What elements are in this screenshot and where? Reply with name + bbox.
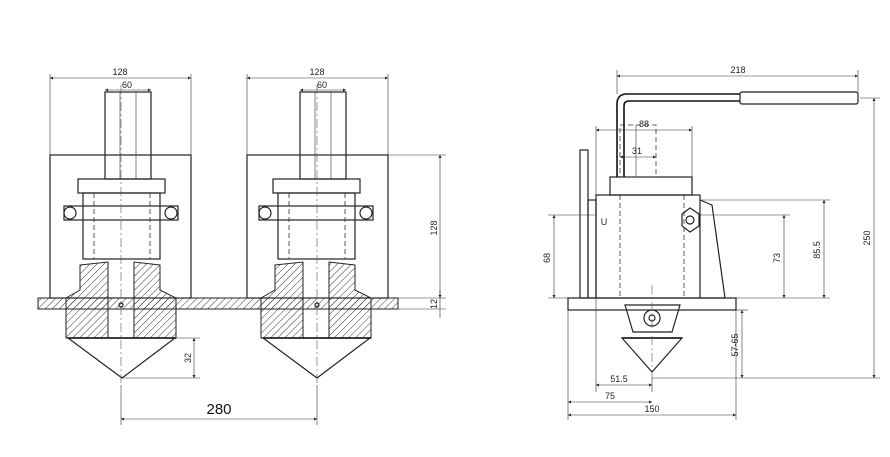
dim-side-base: 150 [644, 404, 659, 414]
front-unit-right [246, 85, 389, 385]
dim-foot: 32 [183, 353, 193, 363]
dim-plate: 12 [429, 299, 439, 309]
dim-side-overall: 218 [730, 65, 745, 75]
dim-side-body: 68 [542, 253, 552, 263]
side-view: U [567, 91, 859, 380]
dim-side-mid: 73 [772, 253, 782, 263]
dim-side-half: 75 [605, 391, 615, 401]
dim-side-range: 57-65 [730, 333, 740, 356]
dim-side-shaft: 31 [632, 146, 642, 156]
front-unit-left [49, 85, 192, 385]
dim-front-stem-1: 60 [122, 80, 132, 90]
dim-front-height: 128 [429, 220, 439, 235]
front-dimension-labels: 128 128 60 60 128 12 32 280 [112, 67, 439, 418]
front-dimension-lines [49, 74, 446, 425]
dim-spacing: 280 [206, 401, 231, 418]
mounting-plate [37, 297, 399, 310]
side-dimension-labels: 218 88 31 250 68 73 85.5 57-65 51.5 75 1… [542, 65, 872, 414]
dim-side-total-height: 250 [862, 230, 872, 245]
side-letter-mark: U [601, 217, 608, 227]
dim-front-width-2: 128 [309, 67, 324, 77]
side-dimension-lines [548, 70, 880, 420]
dim-side-offset: 51.5 [610, 374, 628, 384]
dim-front-stem-2: 60 [317, 80, 327, 90]
dim-front-width-1: 128 [112, 67, 127, 77]
dim-side-head: 88 [639, 119, 649, 129]
dim-side-upper: 85.5 [812, 241, 822, 259]
